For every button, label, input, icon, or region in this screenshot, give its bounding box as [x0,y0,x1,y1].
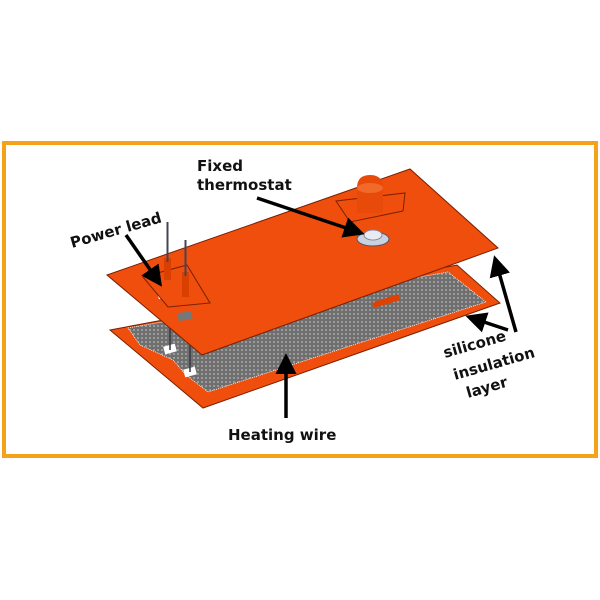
bottom-silicone-layer [108,264,501,409]
frame-border [2,141,598,458]
fixed-thermostat [335,175,406,247]
thermostat-arrow [256,196,365,238]
power-lead-arrow [124,234,162,287]
bottom-layer-arrow [465,312,509,333]
top-layer-arrow [489,255,518,333]
heating-wire-mesh [127,271,487,393]
thermostat-label-1: Fixed [197,157,243,175]
top-silicone-layer [106,168,499,356]
power-lead-label: Power lead [68,209,163,252]
thermostat-label-2: thermostat [197,176,292,194]
heating-wire-label: Heating wire [228,426,336,444]
